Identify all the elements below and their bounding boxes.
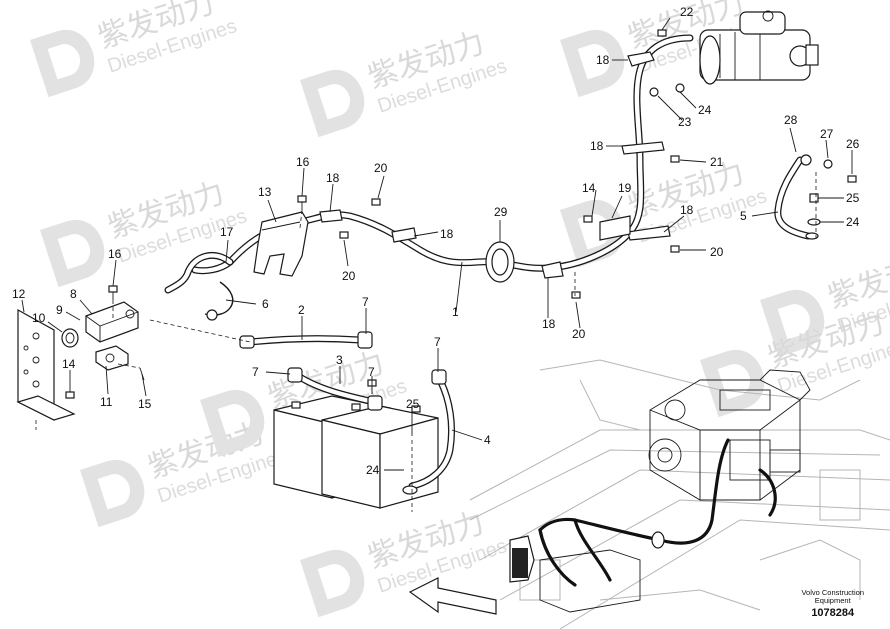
callout-7-left: 7 <box>252 365 259 379</box>
callout-16-left: 16 <box>108 247 122 261</box>
callout-1: 1 <box>452 305 459 319</box>
callout-26: 26 <box>846 137 860 151</box>
assembly-lines <box>35 172 817 512</box>
callout-23: 23 <box>678 115 692 129</box>
callout-16-top: 16 <box>296 155 310 169</box>
company-name-line1: Volvo Construction <box>801 588 864 597</box>
callout-13: 13 <box>258 185 272 199</box>
callout-21: 21 <box>710 155 724 169</box>
mounting-plate-12 <box>16 308 76 421</box>
callout-27: 27 <box>820 127 834 141</box>
callout-15: 15 <box>138 397 152 411</box>
drawing-footer: Volvo Construction Equipment 1078284 <box>801 588 864 620</box>
callout-22: 22 <box>680 5 694 19</box>
clamps-18 <box>319 51 671 279</box>
machine-overview <box>408 359 890 629</box>
callout-17: 17 <box>220 225 234 239</box>
fuse-holder-11 <box>95 345 129 371</box>
callout-24-right: 24 <box>846 215 860 229</box>
callout-2: 2 <box>298 303 305 317</box>
callout-24-lower: 24 <box>366 463 380 477</box>
callout-20-center: 20 <box>342 269 356 283</box>
callout-18-mid: 18 <box>680 203 694 217</box>
callout-4: 4 <box>484 433 491 447</box>
boot-10 <box>61 328 79 348</box>
cable-5 <box>774 154 857 240</box>
callout-labels: 22 18 24 23 18 21 14 19 18 20 29 1 18 20… <box>12 5 860 477</box>
callout-7-right: 7 <box>434 335 441 349</box>
cable-3 <box>287 367 383 411</box>
callout-24-starter: 24 <box>698 103 712 117</box>
callout-18-center: 18 <box>440 227 454 241</box>
leader-lines <box>21 17 853 471</box>
callout-14-left: 14 <box>62 357 76 371</box>
callout-29: 29 <box>494 205 508 219</box>
drawing-number: 1078284 <box>811 607 855 619</box>
cable-4 <box>402 369 456 495</box>
callout-25-lower: 25 <box>406 397 420 411</box>
callout-6: 6 <box>262 297 269 311</box>
bolts <box>65 29 685 399</box>
relay-8 <box>85 301 139 343</box>
callout-18-lower: 18 <box>542 317 556 331</box>
company-name-line2: Equipment <box>814 596 851 605</box>
starter-motor <box>699 10 819 85</box>
cable-6 <box>204 281 234 321</box>
callout-9: 9 <box>56 303 63 317</box>
callout-10: 10 <box>32 311 46 325</box>
callout-12: 12 <box>12 287 26 301</box>
callout-20-top: 20 <box>374 161 388 175</box>
grommet-29 <box>485 241 515 283</box>
callout-7-mid: 7 <box>368 365 375 379</box>
callout-8: 8 <box>70 287 77 301</box>
callout-14-upper: 14 <box>582 181 596 195</box>
bracket-19 <box>599 215 631 241</box>
bracket-13 <box>253 211 309 277</box>
callout-25-right: 25 <box>846 191 860 205</box>
callout-18-upper: 18 <box>590 139 604 153</box>
callout-7-top: 7 <box>362 295 369 309</box>
callout-18-left: 18 <box>326 171 340 185</box>
callout-18-starter: 18 <box>596 53 610 67</box>
callout-5: 5 <box>740 209 747 223</box>
callout-3: 3 <box>336 353 343 367</box>
callout-20-lower: 20 <box>572 327 586 341</box>
callout-28: 28 <box>784 113 798 127</box>
callout-19: 19 <box>618 181 632 195</box>
callout-20-right: 20 <box>710 245 724 259</box>
callout-11: 11 <box>100 395 113 409</box>
cable-2 <box>239 331 373 349</box>
